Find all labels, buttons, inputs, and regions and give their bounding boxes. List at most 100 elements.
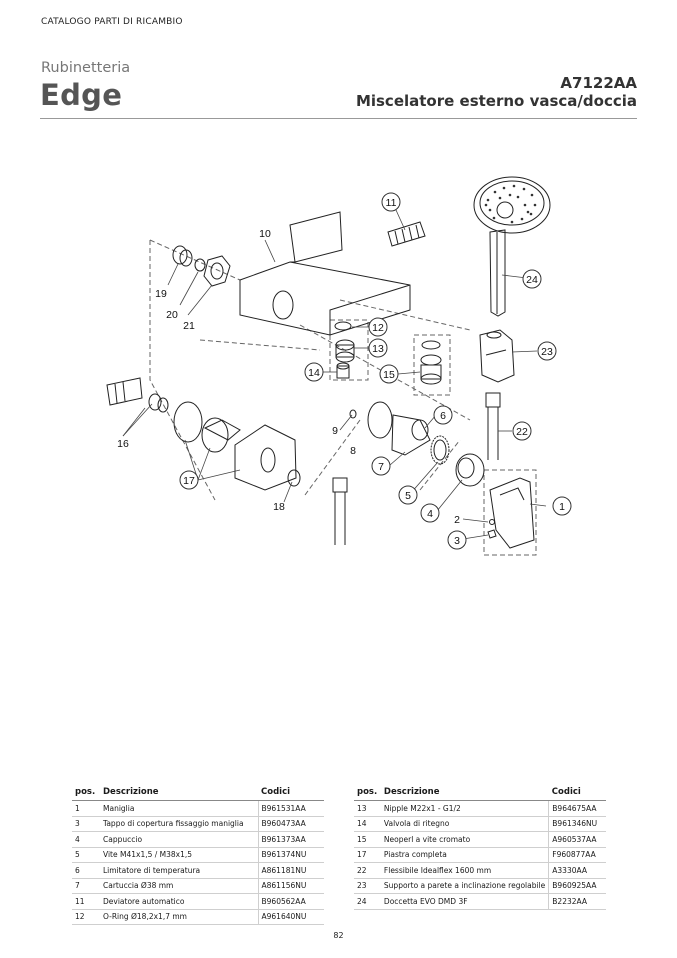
cell-code: A861181NU (257, 862, 324, 879)
callout-label-17: 17 (183, 475, 195, 487)
cell-code: B961531AA (257, 800, 324, 817)
callout-label-7: 7 (378, 461, 384, 473)
product-code: A7122AA (560, 74, 637, 92)
cell-code: B961374NU (257, 847, 324, 863)
callout-label-13: 13 (372, 343, 384, 355)
callout-label-9: 9 (332, 425, 338, 437)
aerator-part (420, 340, 442, 385)
cell-pos: 24 (354, 893, 381, 910)
cell-desc: Nipple M22x1 - G1/2 (380, 800, 549, 817)
cell-desc: Piastra completa (380, 847, 549, 863)
cell-pos: 13 (354, 800, 381, 817)
table-header-row: pos. Descrizione Codici (72, 787, 324, 801)
callout-label-3: 3 (454, 535, 460, 547)
callout-label-22: 22 (516, 426, 528, 438)
cell-desc: Deviatore automatico (100, 893, 258, 910)
cell-pos: 12 (72, 909, 100, 925)
callout-label-20: 20 (166, 309, 178, 321)
cell-code: F960877AA (548, 847, 606, 863)
callout-label-21: 21 (183, 320, 195, 332)
callout-label-8: 8 (350, 445, 356, 457)
col-header-code: Codici (548, 787, 606, 801)
cell-desc: Tappo di copertura fissaggio maniglia (100, 816, 258, 832)
cell-code: A961640NU (257, 909, 324, 925)
cell-code: B961373AA (257, 831, 324, 848)
callout-label-24: 24 (526, 274, 538, 286)
cell-code: B964675AA (548, 800, 606, 817)
cell-code: B960473AA (257, 816, 324, 832)
connector-part (106, 377, 169, 413)
cover-cap-part (487, 529, 497, 539)
callout-label-11: 11 (386, 197, 397, 209)
cell-pos: 1 (72, 800, 100, 817)
diverter-part (387, 221, 426, 247)
cell-code: A861156NU (257, 878, 324, 894)
cell-pos: 23 (354, 878, 381, 894)
cell-desc: Valvola di ritegno (380, 816, 549, 832)
col-header-code: Codici (258, 787, 324, 801)
screw-part (489, 519, 495, 525)
callout-label-23: 23 (541, 346, 553, 358)
cell-pos: 15 (354, 831, 381, 848)
cell-pos: 11 (72, 893, 100, 910)
cell-pos: 17 (354, 847, 381, 863)
exploded-parts-diagram: 1 2 3 4 5 6 7 8 9 10 11 12 13 14 15 16 1… (90, 165, 590, 585)
hand-shower-part (473, 176, 551, 317)
fitting-part (172, 245, 231, 287)
cell-code: B960925AA (548, 878, 606, 894)
cell-pos: 5 (72, 847, 100, 863)
callout-label-6: 6 (440, 410, 446, 422)
cell-code: A960537AA (548, 831, 606, 848)
cell-code: B960562AA (257, 893, 324, 910)
callout-label-10: 10 (259, 228, 271, 240)
callout-label-19: 19 (155, 288, 167, 300)
cell-desc: Neoperl a vite cromato (380, 831, 549, 848)
cell-desc: Doccetta EVO DMD 3F (380, 893, 549, 910)
col-header-pos: pos. (72, 787, 100, 801)
cell-pos: 7 (72, 878, 100, 894)
spout-body-part (239, 211, 411, 336)
check-valve-part (336, 362, 350, 379)
catalog-heading: CATALOGO PARTI DI RICAMBIO (41, 17, 183, 27)
callout-label-15: 15 (383, 369, 395, 381)
cell-pos: 14 (354, 816, 381, 832)
hose-part (332, 392, 501, 545)
cell-code: A3330AA (548, 862, 606, 879)
cell-pos: 3 (72, 816, 100, 832)
cell-desc: Supporto a parete a inclinazione regolab… (380, 878, 549, 894)
header-divider (40, 118, 637, 119)
callout-label-4: 4 (427, 508, 433, 520)
cell-pos: 22 (354, 862, 381, 879)
screw-ring-part (430, 435, 450, 465)
cell-code: B2232AA (548, 893, 606, 910)
cell-pos: 4 (72, 831, 100, 848)
cell-pos: 6 (72, 862, 100, 879)
cell-desc: O-Ring Ø18,2x1,7 mm (100, 909, 258, 925)
callout-label-1: 1 (559, 501, 565, 513)
cell-desc: Flessibile Idealflex 1600 mm (380, 862, 549, 879)
oring-part (334, 321, 352, 331)
cell-desc: Cartuccia Ø38 mm (100, 878, 258, 894)
wall-bracket-part (479, 329, 515, 383)
cell-desc: Cappuccio (100, 831, 258, 848)
cell-desc: Limitatore di temperatura (100, 862, 258, 879)
product-description: Miscelatore esterno vasca/doccia (355, 92, 637, 110)
cell-desc: Maniglia (100, 800, 258, 817)
col-header-desc: Descrizione (380, 787, 549, 801)
cell-desc: Vite M41x1,5 / M38x1,5 (100, 847, 258, 863)
